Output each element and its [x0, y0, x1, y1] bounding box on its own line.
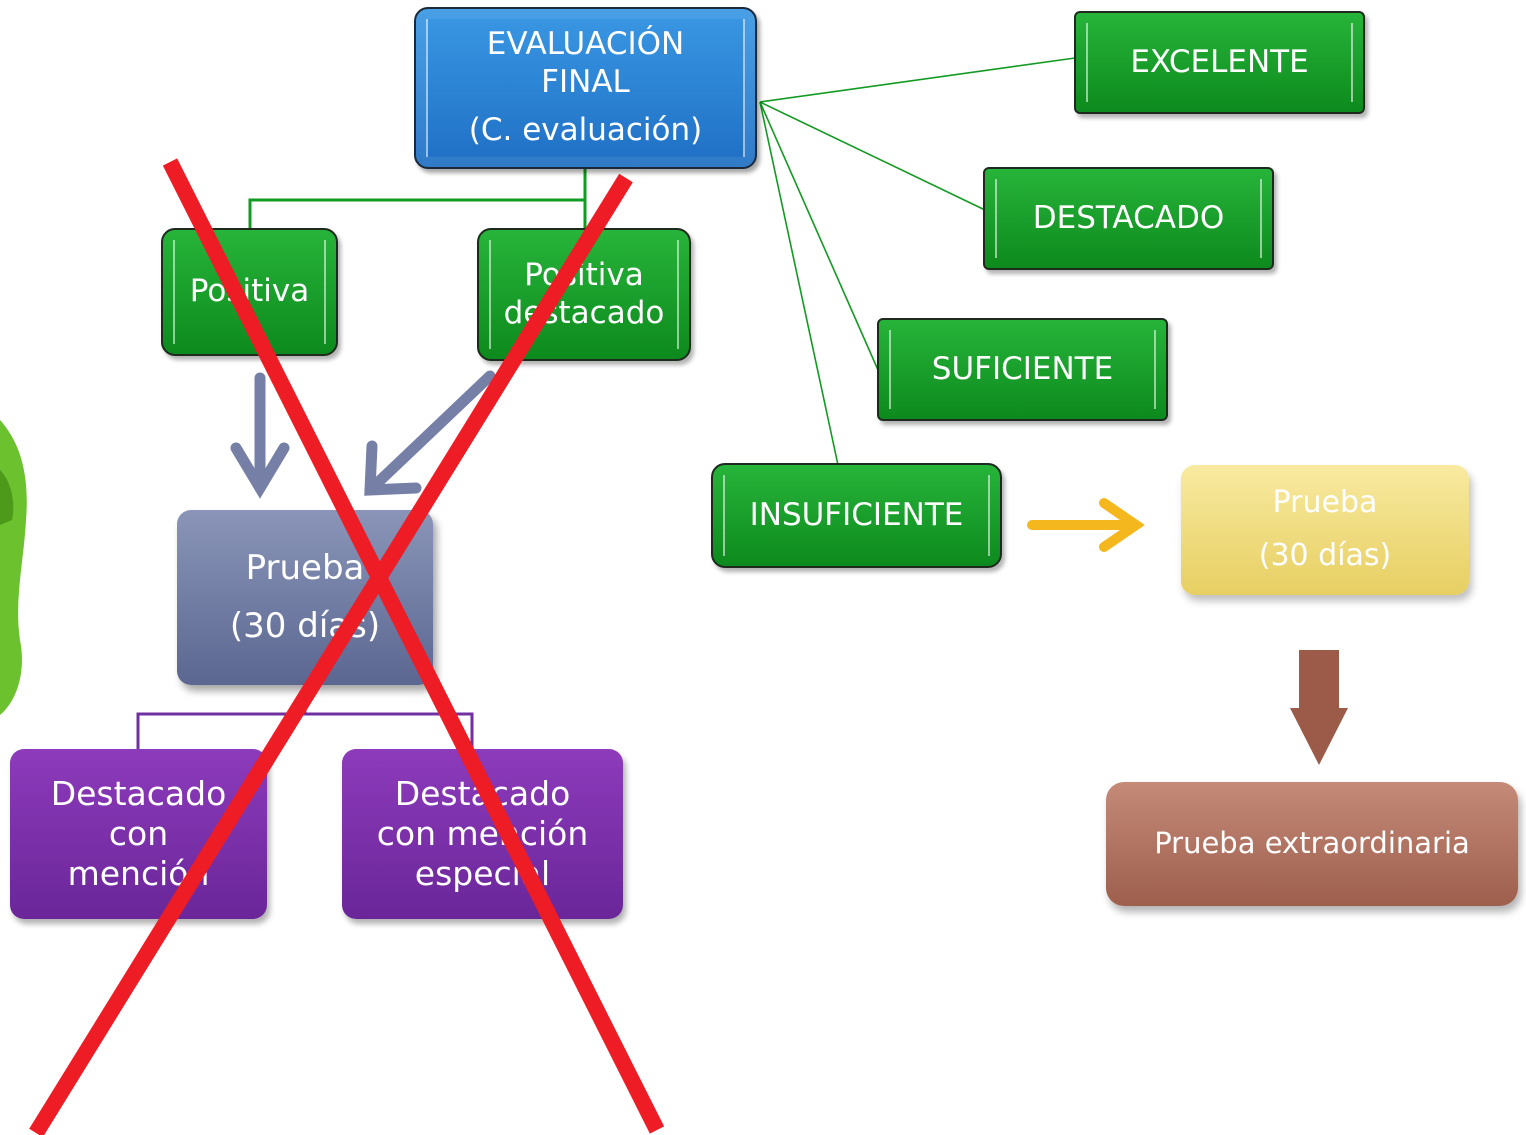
node-label-line: Destacado: [394, 773, 571, 813]
brown-arrow: [1290, 650, 1348, 765]
node-insuficiente: INSUFICIENTE: [711, 463, 1002, 568]
node-label-line: (30 días): [1258, 538, 1392, 573]
node-label-line: especial: [414, 854, 551, 894]
yellow-arrow: [1027, 498, 1145, 552]
node-label-line: destacado: [503, 294, 665, 331]
node-label-line: mención: [67, 854, 210, 894]
tree-connector-purple: [136, 712, 474, 750]
tree-connector-top: [248, 168, 587, 230]
node-label: Positiva: [189, 273, 310, 310]
node-destacado-con-mencion: Destacado con mención: [10, 749, 267, 919]
node-prueba-extraordinaria: Prueba extraordinaria: [1106, 782, 1518, 906]
fan-connectors: [759, 57, 1076, 466]
node-positiva: Positiva: [161, 228, 338, 356]
node-suficiente: SUFICIENTE: [877, 318, 1168, 421]
mascot-image: [0, 420, 27, 715]
node-prueba-right: Prueba (30 días): [1181, 465, 1469, 595]
node-label-line: con mención: [376, 813, 589, 853]
node-label: Prueba extraordinaria: [1154, 826, 1470, 861]
node-label-line: Positiva: [524, 256, 644, 293]
node-label-line: (30 días): [229, 605, 381, 646]
node-destacado: DESTACADO: [983, 167, 1274, 270]
node-prueba-left: Prueba (30 días): [177, 510, 433, 685]
node-excelente: EXCELENTE: [1074, 11, 1365, 114]
node-evaluacion-final: EVALUACIÓN FINAL (C. evaluación): [414, 7, 757, 169]
node-label-line: EVALUACIÓN: [486, 26, 685, 63]
node-label-line: Prueba: [245, 548, 365, 589]
slate-arrow-down: [230, 372, 290, 499]
node-label-line: Destacado: [50, 773, 227, 813]
node-destacado-con-mencion-especial: Destacado con mención especial: [342, 749, 623, 919]
node-label-line: Prueba: [1272, 485, 1378, 521]
node-label: INSUFICIENTE: [749, 496, 964, 533]
slate-arrow-diagonal: [364, 370, 496, 496]
node-label-line: con: [108, 813, 169, 853]
node-label: SUFICIENTE: [931, 350, 1114, 387]
node-label: EXCELENTE: [1130, 43, 1309, 80]
node-label-line: (C. evaluación): [468, 111, 703, 148]
node-label: DESTACADO: [1032, 199, 1225, 236]
node-label-line: FINAL: [541, 64, 630, 101]
node-positiva-destacado: Positiva destacado: [477, 228, 691, 361]
